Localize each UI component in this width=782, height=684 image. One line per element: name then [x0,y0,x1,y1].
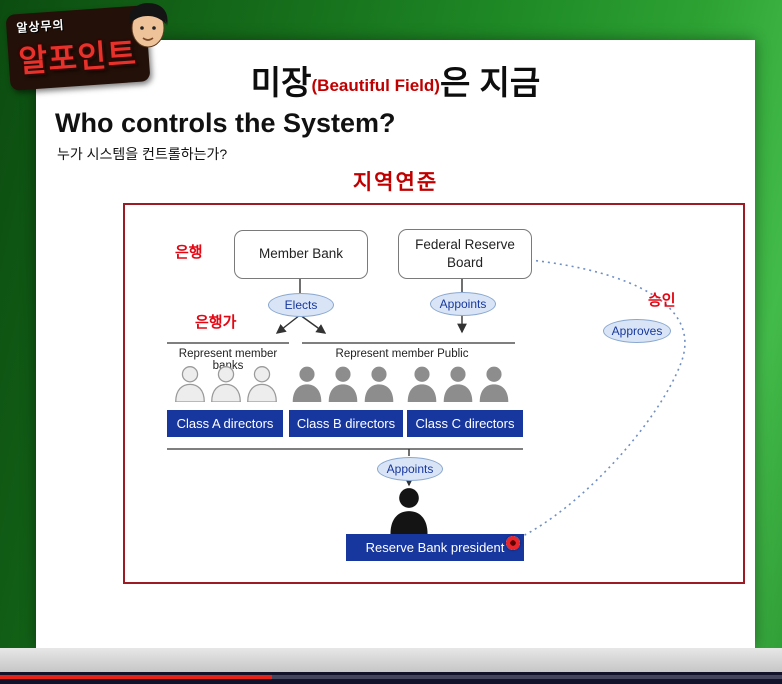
page-heading: Who controls the System? [55,108,396,138]
label-bank: 은행 [175,244,203,261]
person-icon [364,366,394,402]
person-icon [479,366,509,402]
appoints-bottom-ellipse: Appoints [377,457,443,481]
federal-reserve-line2: Board [446,255,484,270]
member-bank-node: Member Bank [234,230,368,279]
person-icon [247,366,277,402]
page-subheading: 누가 시스템을 컨트롤하는가? [57,146,228,162]
title-korean-lead: 미장 [250,64,312,101]
section-label: 지역연준 [352,171,439,194]
federal-reserve-node: Federal Reserve Board [398,229,532,279]
elects-ellipse: Elects [268,293,334,317]
label-approval: 승인 [648,292,676,309]
slide: 미장(Beautiful Field)은 지금 Who controls the… [36,40,755,648]
person-icon [407,366,437,402]
player-bar [0,672,782,684]
progress-track[interactable] [0,675,782,679]
slide-title: 미장(Beautiful Field)은 지금 [36,56,755,104]
diagram-connectors [167,259,686,540]
president-bar: Reserve Bank president [346,534,524,561]
person-icon [211,366,241,402]
title-korean-tail: 은 지금 [439,64,541,101]
record-dot-icon [506,536,520,550]
diagram-box: 은행 은행가 승인 Member Bank Federal Reserve Bo… [123,203,745,584]
represent-public-label: Represent member Public [335,348,469,360]
president-person-icon [390,488,428,534]
channel-logo: 알상무의 알포인트 [5,2,176,98]
mascot-face-icon [129,3,168,48]
progress-played [0,675,272,679]
label-banker: 은행가 [195,314,237,331]
class-c-bar: Class C directors [407,410,523,437]
person-icon [328,366,358,402]
federal-reserve-line1: Federal Reserve [415,236,515,252]
person-icon [443,366,473,402]
class-b-bar: Class B directors [289,410,403,437]
logo-main-text: 알포인트 [17,35,138,80]
class-a-bar: Class A directors [167,410,283,437]
member-bank-label: Member Bank [258,246,344,262]
person-icon [292,366,322,402]
title-english-sub: (Beautiful Field) [311,76,440,95]
approves-ellipse: Approves [603,319,671,343]
bottom-strip [0,648,782,672]
person-icon [175,366,205,402]
appoints-top-ellipse: Appoints [430,292,496,316]
